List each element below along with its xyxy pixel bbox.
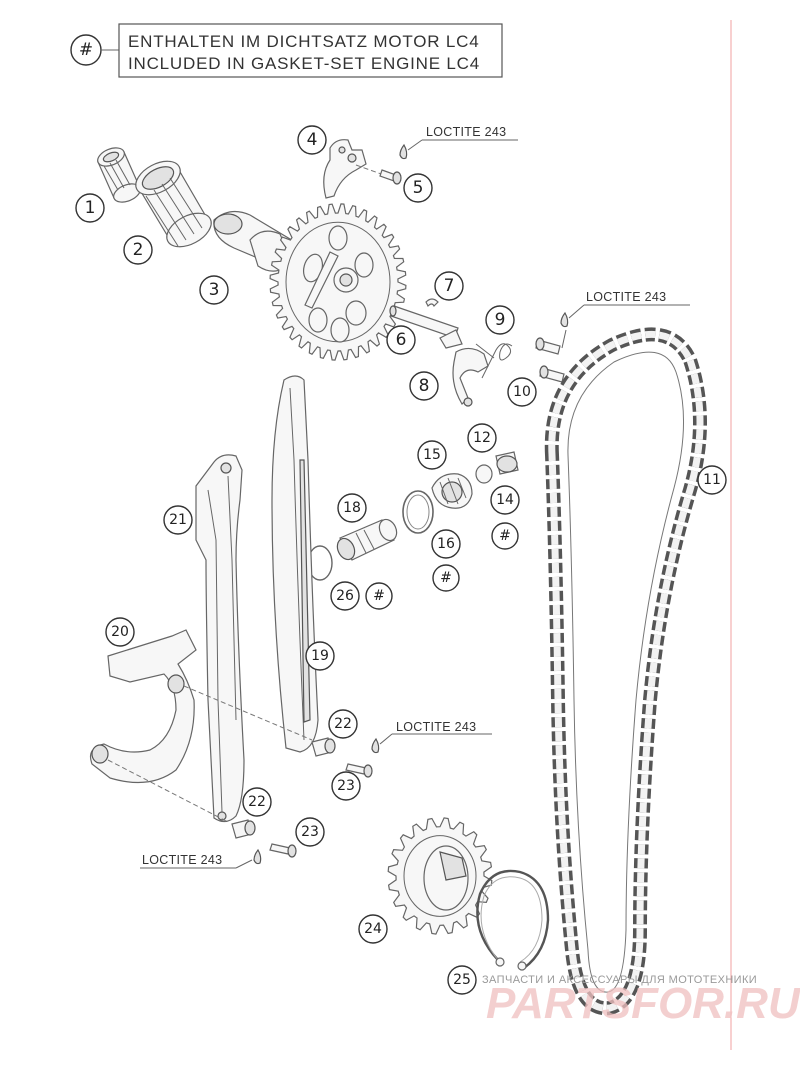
part-14-o-ring xyxy=(475,464,493,484)
callout-1: 1 xyxy=(75,193,105,223)
svg-text:#: # xyxy=(440,570,452,586)
svg-text:18: 18 xyxy=(343,500,361,516)
part-18-plunger xyxy=(336,518,398,561)
callout-23-lower: 23 xyxy=(295,817,325,847)
svg-text:7: 7 xyxy=(444,276,455,296)
legend: # ENTHALTEN IM DICHTSATZ MOTOR LC4 INCLU… xyxy=(70,23,503,78)
part-24-crank-sprocket xyxy=(387,817,493,935)
watermark-brand: PARTSFOR.RU xyxy=(486,979,800,1028)
callout-7: 7 xyxy=(434,271,464,301)
svg-text:20: 20 xyxy=(111,624,129,640)
part-22-sleeve-lower xyxy=(231,819,256,839)
svg-text:21: 21 xyxy=(169,512,187,528)
callout-14: 14 xyxy=(490,485,520,515)
sprocket24-rim xyxy=(403,835,477,917)
svg-text:15: 15 xyxy=(423,447,441,463)
loctite-labels: LOCTITE 243 LOCTITE 243 LOCTITE 243 LOCT… xyxy=(142,125,666,867)
legend-line-1: ENTHALTEN IM DICHTSATZ MOTOR LC4 xyxy=(128,32,479,51)
part-23-screw-upper xyxy=(345,733,492,778)
part-6-shaft xyxy=(389,305,463,349)
svg-text:22: 22 xyxy=(248,794,266,810)
part-9-spring xyxy=(475,343,513,379)
part-4-hook-plate xyxy=(323,139,385,199)
callout-26-hash: # xyxy=(365,582,393,610)
svg-text:14: 14 xyxy=(496,492,514,508)
callout-23-upper: 23 xyxy=(331,771,361,801)
loctite-label-c: LOCTITE 243 xyxy=(396,720,476,734)
callout-12: 12 xyxy=(467,423,497,453)
callout-10: 10 xyxy=(507,377,537,407)
watermark-caption: ЗАПЧАСТИ И АКСЕССУАРЫ ДЛЯ МОТОТЕХНИКИ xyxy=(482,974,757,986)
part-19-tensioning-rail xyxy=(271,375,319,753)
callout-26: 26 xyxy=(330,581,360,611)
callout-9: 9 xyxy=(485,305,515,335)
svg-text:4: 4 xyxy=(307,130,318,150)
callout-3: 3 xyxy=(199,275,229,305)
svg-text:9: 9 xyxy=(495,310,506,330)
svg-text:16: 16 xyxy=(437,536,455,552)
callout-14-hash: # xyxy=(491,522,519,550)
svg-text:8: 8 xyxy=(419,376,430,396)
part-2-bearing-ring xyxy=(135,160,212,248)
part-5-screw xyxy=(379,139,518,185)
svg-text:10: 10 xyxy=(513,384,531,400)
svg-text:1: 1 xyxy=(85,198,96,218)
svg-text:26: 26 xyxy=(336,588,354,604)
part-20-guide-bracket xyxy=(89,629,313,823)
loctite-label-a: LOCTITE 243 xyxy=(426,125,506,139)
loctite-label-b: LOCTITE 243 xyxy=(586,290,666,304)
part-23-screw-lower xyxy=(140,843,297,869)
part-11-timing-chain xyxy=(544,327,707,1016)
svg-text:#: # xyxy=(373,588,385,604)
callout-8: 8 xyxy=(409,371,439,401)
part-8-bracket xyxy=(452,347,489,407)
svg-text:2: 2 xyxy=(133,240,144,260)
svg-text:19: 19 xyxy=(311,648,329,664)
part-1-needle-bearing xyxy=(97,147,141,203)
callout-15: 15 xyxy=(417,440,447,470)
loctite-label-d: LOCTITE 243 xyxy=(142,853,222,867)
callouts: 1 2 3 4 5 6 7 8 9 10 11 12 14 # 15 16 # … xyxy=(75,125,727,995)
callout-25: 25 xyxy=(447,965,477,995)
callout-20: 20 xyxy=(105,617,135,647)
part-15-tensioner-housing xyxy=(431,473,473,509)
part-3-camshaft-sprocket xyxy=(213,203,407,361)
callout-6: 6 xyxy=(386,325,416,355)
part-25-circlip xyxy=(476,869,550,971)
svg-text:25: 25 xyxy=(453,972,471,988)
svg-text:23: 23 xyxy=(301,824,319,840)
legend-box xyxy=(118,23,503,78)
callout-5: 5 xyxy=(403,173,433,203)
svg-text:11: 11 xyxy=(703,472,721,488)
callout-18: 18 xyxy=(337,493,367,523)
svg-text:#: # xyxy=(499,528,511,544)
watermark: ЗАПЧАСТИ И АКСЕССУАРЫ ДЛЯ МОТОТЕХНИКИ PA… xyxy=(482,974,800,1028)
part-21-guide-rail xyxy=(195,454,245,823)
svg-text:5: 5 xyxy=(413,178,424,198)
svg-text:24: 24 xyxy=(364,921,382,937)
callout-22-lower: 22 xyxy=(242,787,272,817)
callout-11: 11 xyxy=(697,465,727,495)
part-7-clip xyxy=(425,298,439,308)
callout-16: 16 xyxy=(431,529,461,559)
svg-text:6: 6 xyxy=(396,330,407,350)
callout-22-upper: 22 xyxy=(328,709,358,739)
callout-16-hash: # xyxy=(432,564,460,592)
svg-text:23: 23 xyxy=(337,778,355,794)
svg-text:3: 3 xyxy=(209,280,220,300)
part-22-sleeve-upper xyxy=(311,737,336,757)
svg-text:12: 12 xyxy=(473,430,491,446)
callout-21: 21 xyxy=(163,505,193,535)
legend-symbol: # xyxy=(79,40,93,60)
part-16-gasket-ring xyxy=(402,490,434,534)
callout-19: 19 xyxy=(305,641,335,671)
part-10-bolts xyxy=(535,304,690,383)
svg-text:22: 22 xyxy=(334,716,352,732)
part-12-plug xyxy=(495,451,519,475)
legend-line-2: INCLUDED IN GASKET-SET ENGINE LC4 xyxy=(128,54,480,73)
callout-4: 4 xyxy=(297,125,327,155)
callout-2: 2 xyxy=(123,235,153,265)
callout-24: 24 xyxy=(358,914,388,944)
